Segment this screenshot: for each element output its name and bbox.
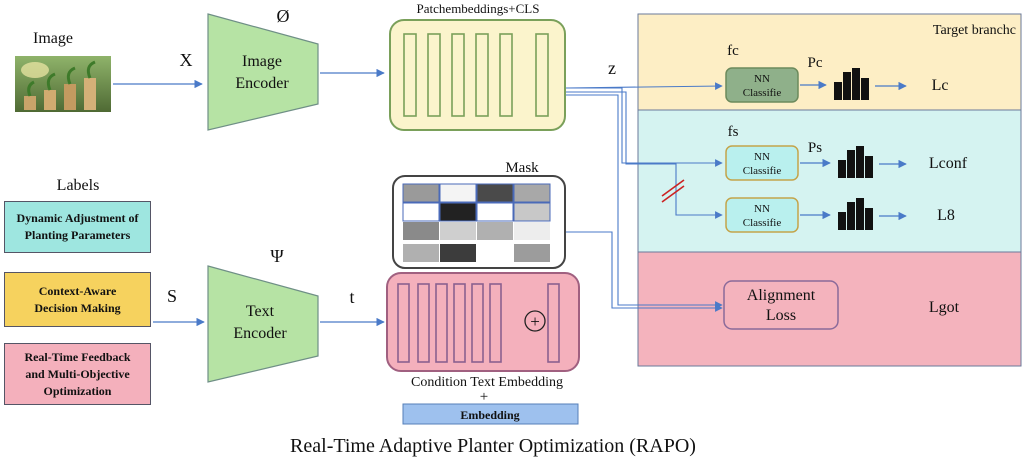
nn-classifier-source-line1: NN [754,151,770,163]
fs-label: fs [728,124,739,140]
z-symbol: z [608,58,616,78]
input-image [15,56,111,112]
l8-label: L8 [937,207,955,224]
plus-symbol: + [480,389,488,405]
x-symbol: X [180,50,193,70]
nn-classifier-mask-line1: NN [754,203,770,215]
mask-grid [402,183,551,262]
labels-heading: Labels [57,177,100,194]
text-token [397,283,410,363]
image-encoder [207,13,319,131]
text-encoder-line2: Encoder [233,325,287,342]
text-token [417,283,430,363]
label-box-3-line-1: Real-Time Feedback [24,349,131,364]
nn-classifier-mask-line2: Classifie [743,217,782,229]
nn-classifier-source-line2: Classifie [743,165,782,177]
z-connectors [560,82,723,312]
patch-token [427,33,441,117]
text-token [489,283,502,363]
label-box-1-line-2: Planting Parameters [24,228,131,242]
nn-classifier-source [725,145,799,181]
patch-embeddings-box [389,19,566,131]
label-box-real-time-feedback: Real-Time Feedback and Multi-Objective O… [4,343,151,405]
lgot-label: Lgot [929,299,960,316]
target-branch-region [637,13,1022,111]
cls-token [535,33,549,117]
stop-gradient-slash [661,179,685,203]
text-encoder-line1: Text [246,303,275,320]
nn-classifier-target [725,67,799,103]
target-branch-label: Target branchc [933,23,1016,38]
mask-label: Mask [505,160,539,176]
psi-symbol: Ψ [270,246,284,266]
embedding-box [402,403,579,425]
nn-classifier-mask [725,197,799,233]
embedding-label: Embedding [460,408,519,422]
text-token [547,283,560,363]
label-box-2-line-2: Decision Making [34,300,121,315]
text-token [471,283,484,363]
histogram-target [834,68,869,100]
pc-label: Pc [808,55,823,71]
nn-classifier-target-line1: NN [754,73,770,85]
image-encoder-line1: Image [242,53,282,70]
text-tokens [397,283,560,363]
nn-classifier-target-line2: Classifie [743,87,782,99]
lconf-label: Lconf [929,155,968,172]
oplus-symbol [524,310,546,332]
source-branch-region [637,109,1022,253]
ps-label: Ps [808,140,822,156]
patch-token [451,33,465,117]
label-box-dynamic-adjustment: Dynamic Adjustment of Planting Parameter… [4,201,151,253]
histogram-source [838,146,873,178]
fc-label: fc [727,43,739,59]
patch-token [499,33,513,117]
label-box-3-line-3: Optimization [43,383,112,398]
label-box-1-line-1: Dynamic Adjustment of [16,211,139,225]
patch-token [475,33,489,117]
alignment-line1: Alignment [747,287,816,304]
label-box-context-aware: Context-Aware Decision Making [4,272,151,327]
alignment-line2: Loss [766,307,796,324]
label-box-3-line-2: and Multi-Objective [25,366,130,381]
patch-tokens [403,33,549,117]
diagram-title: Real-Time Adaptive Planter Optimization … [290,435,696,457]
image-label: Image [33,30,73,47]
lc-label: Lc [932,77,949,94]
alignment-loss-box [723,280,839,330]
text-token [453,283,466,363]
histogram-mask [838,198,873,230]
text-token [435,283,448,363]
t-symbol: t [349,287,354,307]
image-encoder-line2: Encoder [235,75,289,92]
oplus-plus: + [530,312,540,331]
s-symbol: S [167,286,177,306]
patch-token [403,33,417,117]
text-encoder [207,265,319,383]
patch-label: Patchembeddings+CLS [417,1,540,16]
label-box-2-line-1: Context-Aware [38,283,117,298]
condition-label: Condition Text Embedding [411,375,563,390]
phi-symbol: Ø [277,6,290,26]
